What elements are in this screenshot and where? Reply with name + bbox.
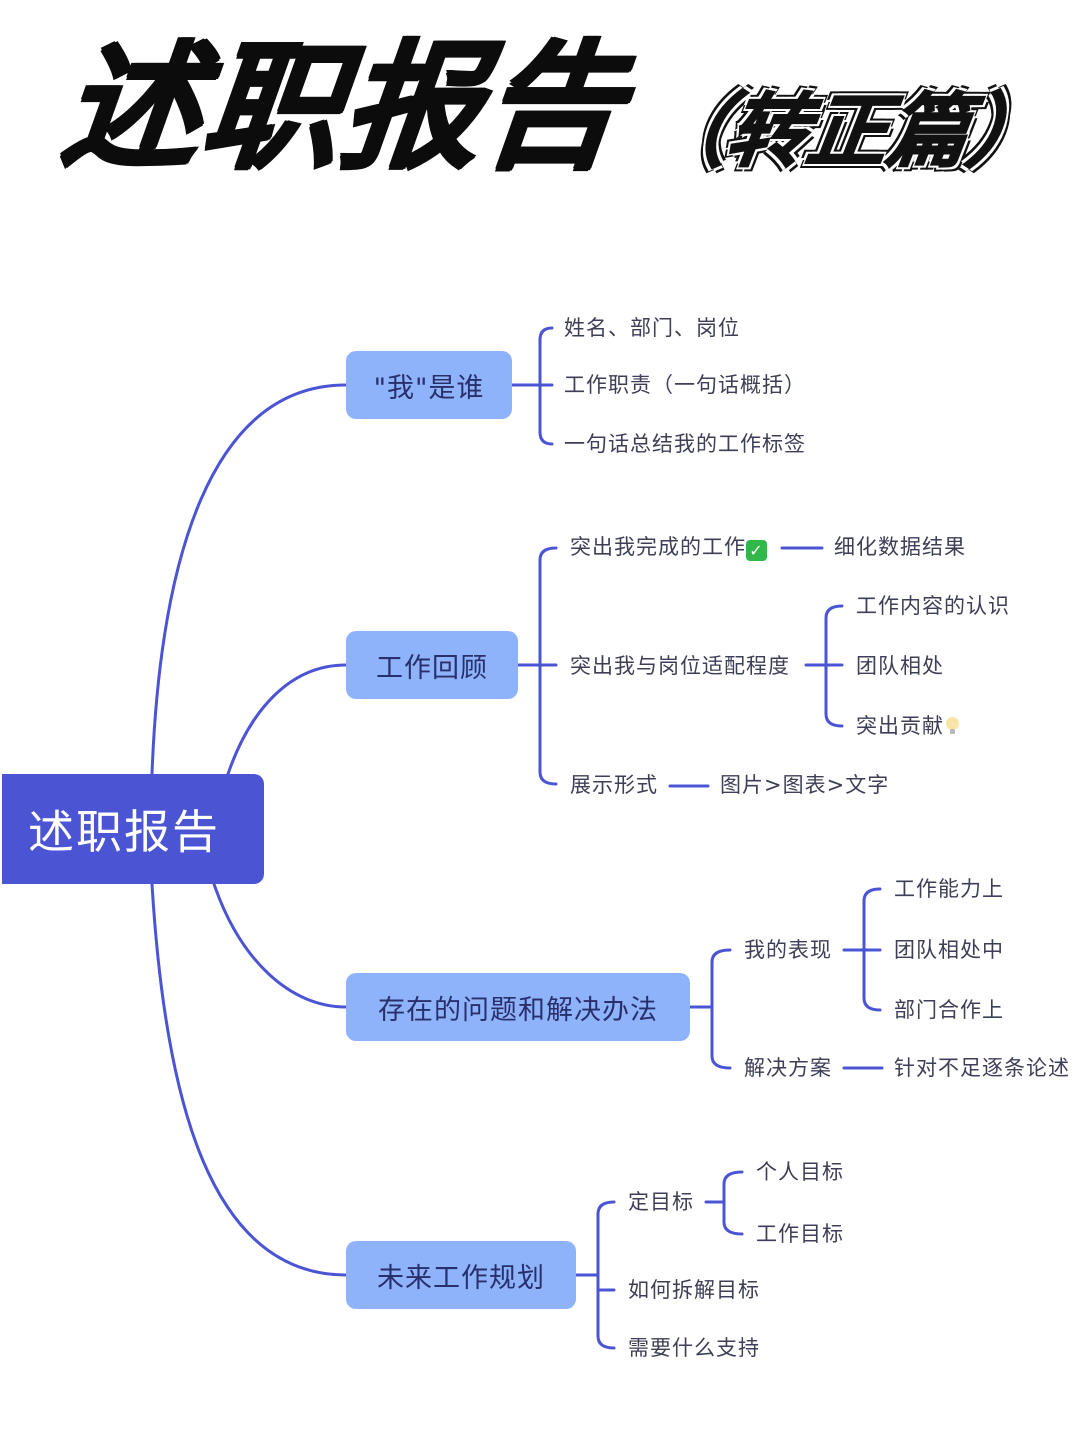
leaf-address-shortcomings[interactable]: 针对不足逐条论述 (894, 1056, 1070, 1080)
leaf-support-needed[interactable]: 需要什么支持 (628, 1336, 760, 1360)
root-node[interactable]: 述职报告 (2, 774, 264, 884)
leaf-position-fit[interactable]: 突出我与岗位适配程度 (570, 654, 790, 678)
leaf-set-goals[interactable]: 定目标 (628, 1190, 694, 1214)
branch-label: 未来工作规划 (377, 1262, 545, 1294)
branch-node-problems-solutions[interactable]: 存在的问题和解决办法 (346, 973, 690, 1041)
root-node-label: 述职报告 (28, 805, 220, 859)
leaf-team-work[interactable]: 团队相处中 (894, 938, 1004, 962)
leaf-break-down-goals[interactable]: 如何拆解目标 (628, 1278, 760, 1302)
leaf-work-understanding[interactable]: 工作内容的认识 (856, 594, 1010, 618)
branch-node-who-am-i[interactable]: "我"是谁 (346, 351, 512, 419)
branch-label: 存在的问题和解决办法 (378, 994, 658, 1026)
leaf-label: 突出贡献 (856, 714, 944, 738)
connector-branch-3-bracket (710, 948, 732, 1070)
leaf-name-dept-position[interactable]: 姓名、部门、岗位 (564, 316, 740, 340)
connector-branch-4-bracket (596, 1200, 616, 1350)
branch-node-future-plan[interactable]: 未来工作规划 (346, 1241, 576, 1309)
leaf-label: 突出我完成的工作 (570, 535, 746, 559)
connector-root-branch-3 (212, 882, 348, 1009)
light-bulb-icon (946, 717, 959, 735)
check-mark-icon: ✓ (746, 540, 767, 561)
leaf-contributions[interactable]: 突出贡献 (856, 716, 959, 737)
leaf-format-priority[interactable]: 图片>图表>文字 (720, 773, 890, 797)
branch-label: "我"是谁 (373, 372, 485, 404)
leaf-completed-work[interactable]: 突出我完成的工作✓ (570, 537, 767, 561)
connector-goal-bracket (722, 1170, 744, 1236)
leaf-work-goals[interactable]: 工作目标 (756, 1222, 844, 1246)
leaf-detailed-data[interactable]: 细化数据结果 (834, 535, 966, 559)
leaf-job-duties[interactable]: 工作职责（一句话概括） (564, 373, 806, 397)
leaf-personal-goals[interactable]: 个人目标 (756, 1160, 844, 1184)
connector-root-branch-2 (226, 663, 348, 776)
connector-root-branch-4 (150, 882, 348, 1277)
leaf-solutions[interactable]: 解决方案 (744, 1056, 832, 1080)
leaf-team-relations[interactable]: 团队相处 (856, 654, 944, 678)
leaf-work-tag[interactable]: 一句话总结我的工作标签 (564, 432, 806, 456)
branch-node-work-review[interactable]: 工作回顾 (346, 631, 518, 699)
branch-label: 工作回顾 (376, 652, 488, 684)
leaf-display-format[interactable]: 展示形式 (570, 773, 658, 797)
leaf-work-ability[interactable]: 工作能力上 (894, 877, 1004, 901)
leaf-dept-cooperation[interactable]: 部门合作上 (894, 998, 1004, 1022)
connector-root-branch-1 (150, 383, 348, 776)
leaf-my-performance[interactable]: 我的表现 (744, 938, 832, 962)
